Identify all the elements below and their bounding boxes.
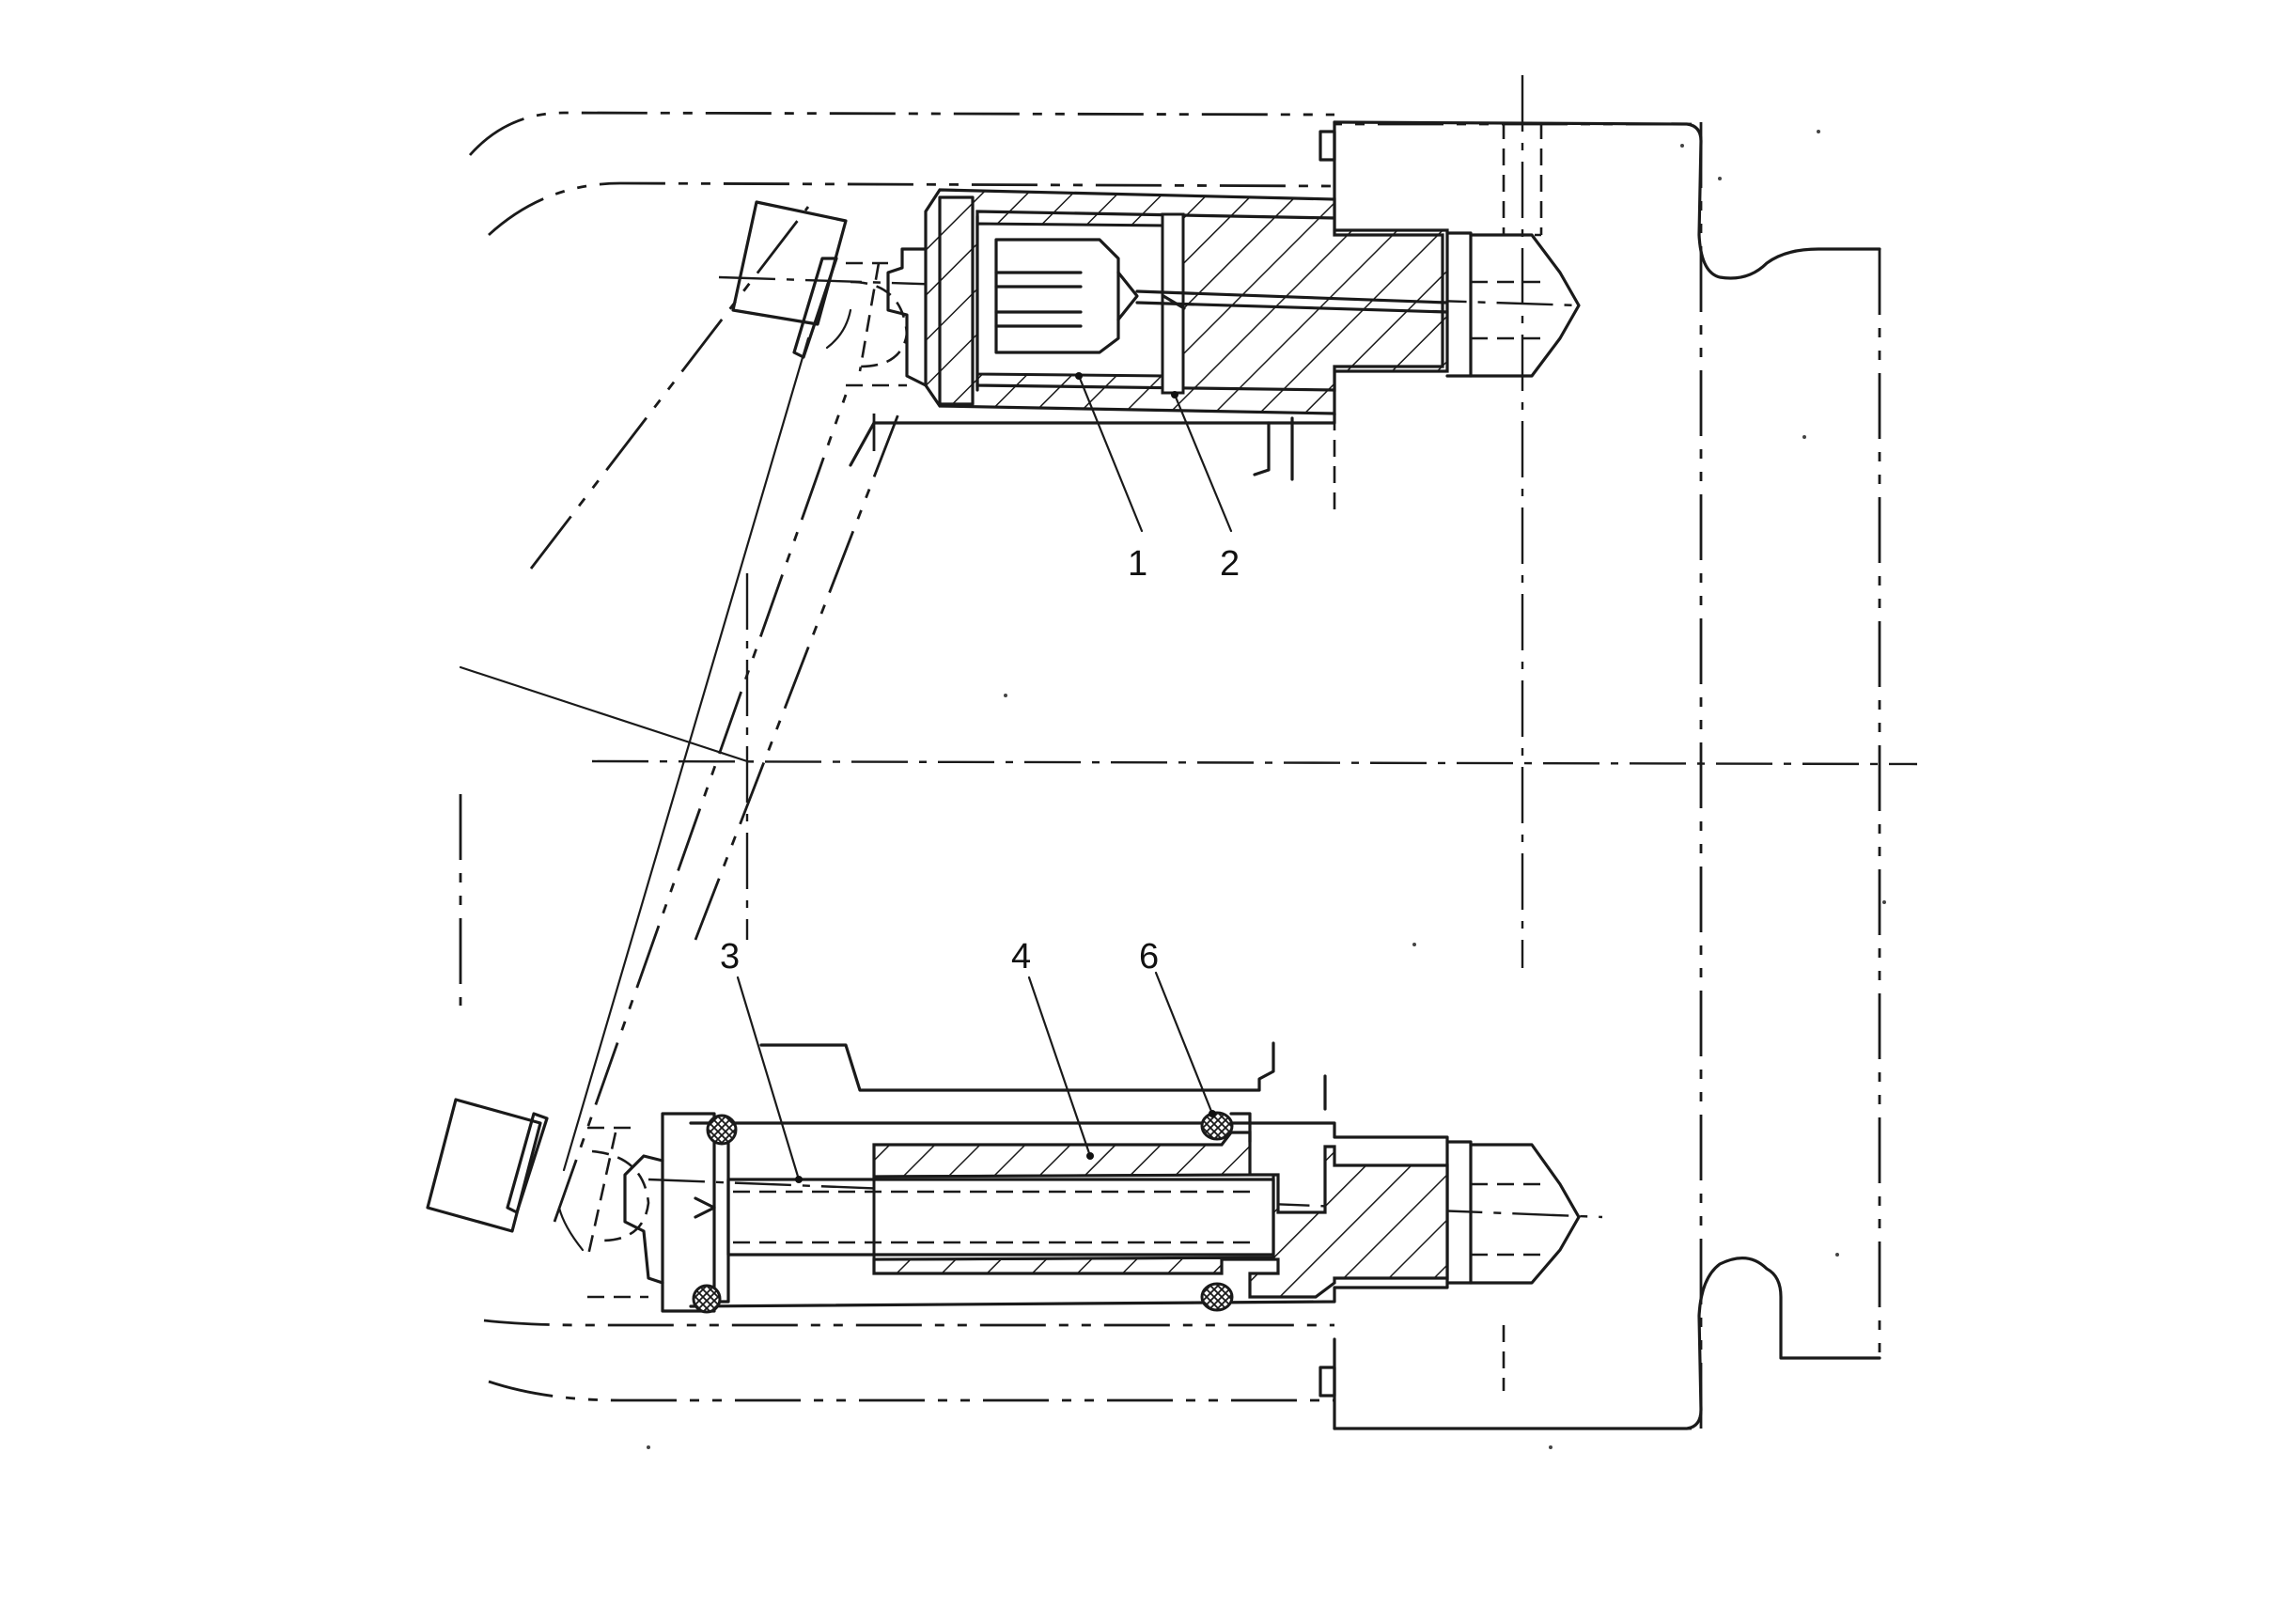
part-label-1: 2 <box>1220 544 1240 584</box>
part-label-6: 6 <box>1139 937 1159 976</box>
part-label-4: 4 <box>1011 937 1031 976</box>
part-label-3: 3 <box>720 937 740 976</box>
upper-bolt-assembly <box>731 188 1581 481</box>
scan-specks <box>647 130 1886 1449</box>
lower-bolt-assembly <box>426 1041 1581 1314</box>
centerlines <box>459 75 1918 1223</box>
leader-lines <box>736 372 1233 1183</box>
part-label-2: 1 <box>1128 544 1147 584</box>
